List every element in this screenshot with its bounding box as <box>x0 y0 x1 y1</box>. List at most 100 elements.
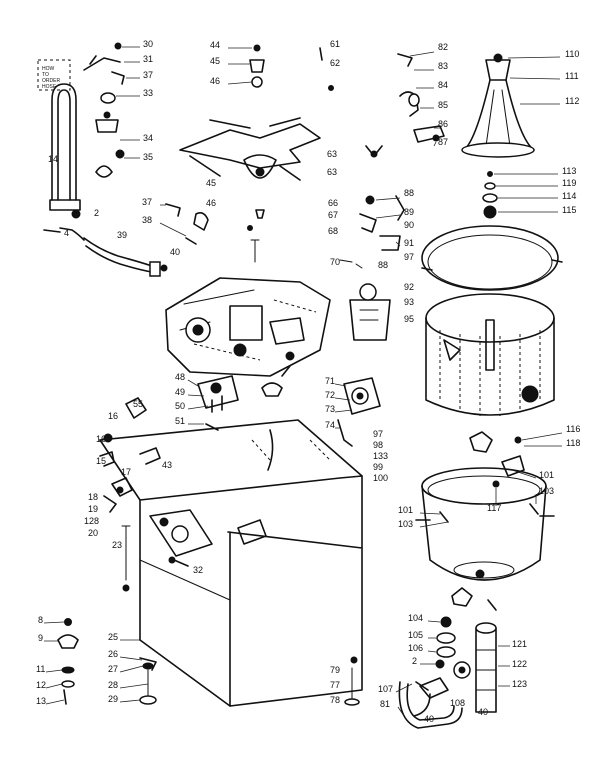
callout-99: 99 <box>373 462 383 472</box>
callout-9: 9 <box>38 633 43 643</box>
callout-48: 48 <box>175 372 185 382</box>
parts-82-87 <box>397 51 445 147</box>
valve-parts-15-20 <box>99 397 161 592</box>
callout-84: 84 <box>438 80 448 90</box>
callout-2: 2 <box>94 208 99 218</box>
leveling-legs <box>43 618 360 706</box>
callout-43: 43 <box>162 460 172 470</box>
parts-37-38-46 <box>159 203 209 245</box>
parts-113-115 <box>482 171 558 219</box>
callout-88: 88 <box>378 260 388 270</box>
callout-112: 112 <box>565 96 579 106</box>
callout-63: 63 <box>327 149 337 159</box>
callout-92: 92 <box>404 282 414 292</box>
callout-73: 73 <box>325 404 335 414</box>
spin-tub <box>421 225 563 416</box>
callout-87: 87 <box>438 137 448 147</box>
callout-32: 32 <box>193 565 203 575</box>
part-32 <box>168 556 189 567</box>
callout-26: 26 <box>108 649 118 659</box>
callout-121: 121 <box>512 639 527 649</box>
callout-118: 118 <box>566 438 580 448</box>
agitator <box>461 53 561 158</box>
callout-108: 108 <box>450 698 465 708</box>
callout-35: 35 <box>143 152 153 162</box>
callout-51: 51 <box>175 416 185 426</box>
callout-68: 68 <box>328 226 338 236</box>
hose-note-line-4: HOSE <box>42 84 57 90</box>
hose-note-line-1: HOW <box>42 66 55 72</box>
callout-17: 17 <box>121 467 131 477</box>
callout-50: 50 <box>175 401 185 411</box>
callout-labels: 3031373334354445466162828384858687110111… <box>36 39 580 724</box>
callout-67: 67 <box>328 210 338 220</box>
pump-and-hoses <box>395 616 510 729</box>
callout-90: 90 <box>404 220 414 230</box>
callout-63: 63 <box>327 167 337 177</box>
callout-14: 14 <box>48 154 58 164</box>
callout-29: 29 <box>108 694 118 704</box>
callout-40: 40 <box>424 714 434 724</box>
callout-83: 83 <box>438 61 448 71</box>
callout-100: 100 <box>373 473 388 483</box>
callout-89: 89 <box>404 207 414 217</box>
callout-31: 31 <box>143 54 153 64</box>
drain-hose: HOW TO ORDER HOSE <box>37 59 85 241</box>
callout-88: 88 <box>404 188 414 198</box>
callout-37: 37 <box>143 70 153 80</box>
callout-85: 85 <box>438 100 448 110</box>
callout-66: 66 <box>328 198 338 208</box>
callout-97: 97 <box>404 252 414 262</box>
callout-13: 13 <box>36 696 46 706</box>
callout-28: 28 <box>108 680 118 690</box>
callout-103: 103 <box>398 519 413 529</box>
callout-40: 40 <box>170 247 180 257</box>
motor-parts-48-51 <box>187 365 291 431</box>
callout-114: 114 <box>562 191 576 201</box>
fill-hose <box>83 237 168 277</box>
callout-123: 123 <box>512 679 527 689</box>
callout-70: 70 <box>330 257 340 267</box>
callout-30: 30 <box>143 39 153 49</box>
callout-40: 40 <box>478 707 488 717</box>
hose-note-line-2: TO <box>42 72 49 78</box>
callout-19: 19 <box>88 504 98 514</box>
callout-111: 111 <box>565 71 579 81</box>
agitator-drive-assembly <box>179 44 321 263</box>
callout-86: 86 <box>438 119 448 129</box>
parts-88-95 <box>339 195 405 341</box>
callout-98: 98 <box>373 440 383 450</box>
transmission-mount-plate <box>165 277 331 377</box>
callout-91: 91 <box>404 238 414 248</box>
callout-44: 44 <box>210 40 220 50</box>
callout-117: 117 <box>487 503 501 513</box>
callout-27: 27 <box>108 664 118 674</box>
callout-55: 55 <box>133 399 143 409</box>
callout-62: 62 <box>330 58 340 68</box>
callout-97: 97 <box>373 429 383 439</box>
callout-116: 116 <box>566 424 580 434</box>
callout-12: 12 <box>36 680 46 690</box>
callout-103: 103 <box>539 486 554 496</box>
callout-74: 74 <box>325 420 335 430</box>
callout-101: 101 <box>539 470 554 480</box>
callout-113: 113 <box>562 166 576 176</box>
callout-105: 105 <box>408 630 423 640</box>
callout-46: 46 <box>206 198 216 208</box>
callout-61: 61 <box>330 39 340 49</box>
callout-93: 93 <box>404 297 414 307</box>
callout-133: 133 <box>373 451 388 461</box>
parts-61-63 <box>319 47 383 158</box>
callout-16: 16 <box>108 411 118 421</box>
callout-38: 38 <box>142 215 152 225</box>
callout-37: 37 <box>142 197 152 207</box>
hardware-column-30-35 <box>83 42 140 178</box>
callout-11: 11 <box>36 664 45 674</box>
callout-2: 2 <box>412 656 417 666</box>
callout-15: 15 <box>96 456 106 466</box>
callout-25: 25 <box>108 632 118 642</box>
callout-49: 49 <box>175 387 185 397</box>
callout-4: 4 <box>64 228 69 238</box>
callout-39: 39 <box>117 230 127 240</box>
